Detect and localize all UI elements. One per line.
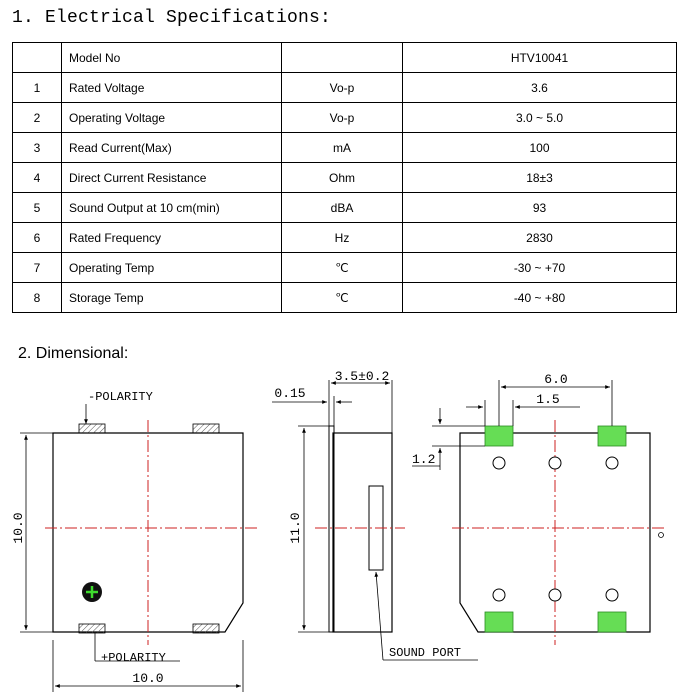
table-row: 3 Read Current(Max) mA 100 [12,132,677,163]
section-title-electrical: 1. Electrical Specifications: [12,8,332,28]
hole [492,588,506,602]
row-value: 18±3 [402,162,677,193]
table-row: 6 Rated Frequency Hz 2830 [12,222,677,253]
dimension-drawing: -POLARITY +POLARITY 10.0 10.0 3.5±0.2 0.… [11,369,665,692]
width-dimension: 10.0 [132,671,163,686]
row-item: Sound Output at 10 cm(min) [61,192,282,223]
row-no: 3 [12,132,62,163]
row-value: 2830 [402,222,677,253]
green-pad-top-right [597,425,627,447]
thickness-dimension: 3.5±0.2 [335,369,390,384]
neg-polarity-label: -POLARITY [88,390,153,404]
pad-spacing-dimension: 6.0 [544,372,567,387]
table-row: 5 Sound Output at 10 cm(min) dBA 93 [12,192,677,223]
row-item: Rated Frequency [61,222,282,253]
row-no: 8 [12,282,62,313]
row-no: 1 [12,72,62,103]
pad-bottom-right [192,623,220,634]
section-title-dimensional: 2. Dimensional: [18,345,129,362]
header-item: Model No [61,42,282,73]
hole [548,588,562,602]
side-height-dimension: 11.0 [288,512,303,543]
hole [492,456,506,470]
sound-port-label: SOUND PORT [389,646,461,660]
row-value: 100 [402,132,677,163]
height-dimension: 10.0 [11,512,26,543]
row-unit: Hz [281,222,403,253]
green-pad-bottom-left [484,611,514,633]
pad-offset-dimension: 1.5 [536,392,559,407]
row-value: 93 [402,192,677,223]
row-item: Storage Temp [61,282,282,313]
header-value: HTV10041 [402,42,677,73]
row-item: Direct Current Resistance [61,162,282,193]
pad-top-left [78,423,106,434]
row-unit: Vo-p [281,72,403,103]
row-no: 5 [12,192,62,223]
row-item: Operating Voltage [61,102,282,133]
row-unit: mA [281,132,403,163]
top-view: -POLARITY +POLARITY 10.0 10.0 [11,390,258,692]
row-unit: ℃ [281,252,403,283]
table-header-row: Model No HTV10041 [12,42,677,73]
bottom-view: 6.0 1.5 1.2 [412,372,665,645]
table-row: 7 Operating Temp ℃ -30 ~ +70 [12,252,677,283]
row-value: -30 ~ +70 [402,252,677,283]
header-no [12,42,62,73]
pad-bottom-left [78,623,106,634]
row-unit: ℃ [281,282,403,313]
table-row: 2 Operating Voltage Vo-p 3.0 ~ 5.0 [12,102,677,133]
table-row: 8 Storage Temp ℃ -40 ~ +80 [12,282,677,313]
row-item: Operating Temp [61,252,282,283]
header-unit [281,42,403,73]
row-no: 4 [12,162,62,193]
pos-polarity-label: +POLARITY [101,651,166,665]
row-unit: dBA [281,192,403,223]
hole [548,456,562,470]
lid-dimension: 0.15 [274,386,305,401]
row-value: -40 ~ +80 [402,282,677,313]
green-pad-top-left [484,425,514,447]
row-unit: Vo-p [281,102,403,133]
green-pad-bottom-right [597,611,627,633]
row-no: 2 [12,102,62,133]
row-no: 7 [12,252,62,283]
pad-height-dimension: 1.2 [412,452,435,467]
pad-top-right [192,423,220,434]
table-row: 4 Direct Current Resistance Ohm 18±3 [12,162,677,193]
hole [605,588,619,602]
spec-table: Model No HTV10041 1 Rated Voltage Vo-p 3… [12,42,677,313]
row-no: 6 [12,222,62,253]
hole [605,456,619,470]
row-item: Read Current(Max) [61,132,282,163]
row-value: 3.6 [402,72,677,103]
row-value: 3.0 ~ 5.0 [402,102,677,133]
side-body-outline [332,432,393,633]
table-row: 1 Rated Voltage Vo-p 3.6 [12,72,677,103]
side-lid [328,425,335,633]
side-view: 3.5±0.2 0.15 11.0 SOUND PORT [272,369,478,661]
row-item: Rated Voltage [61,72,282,103]
row-unit: Ohm [281,162,403,193]
